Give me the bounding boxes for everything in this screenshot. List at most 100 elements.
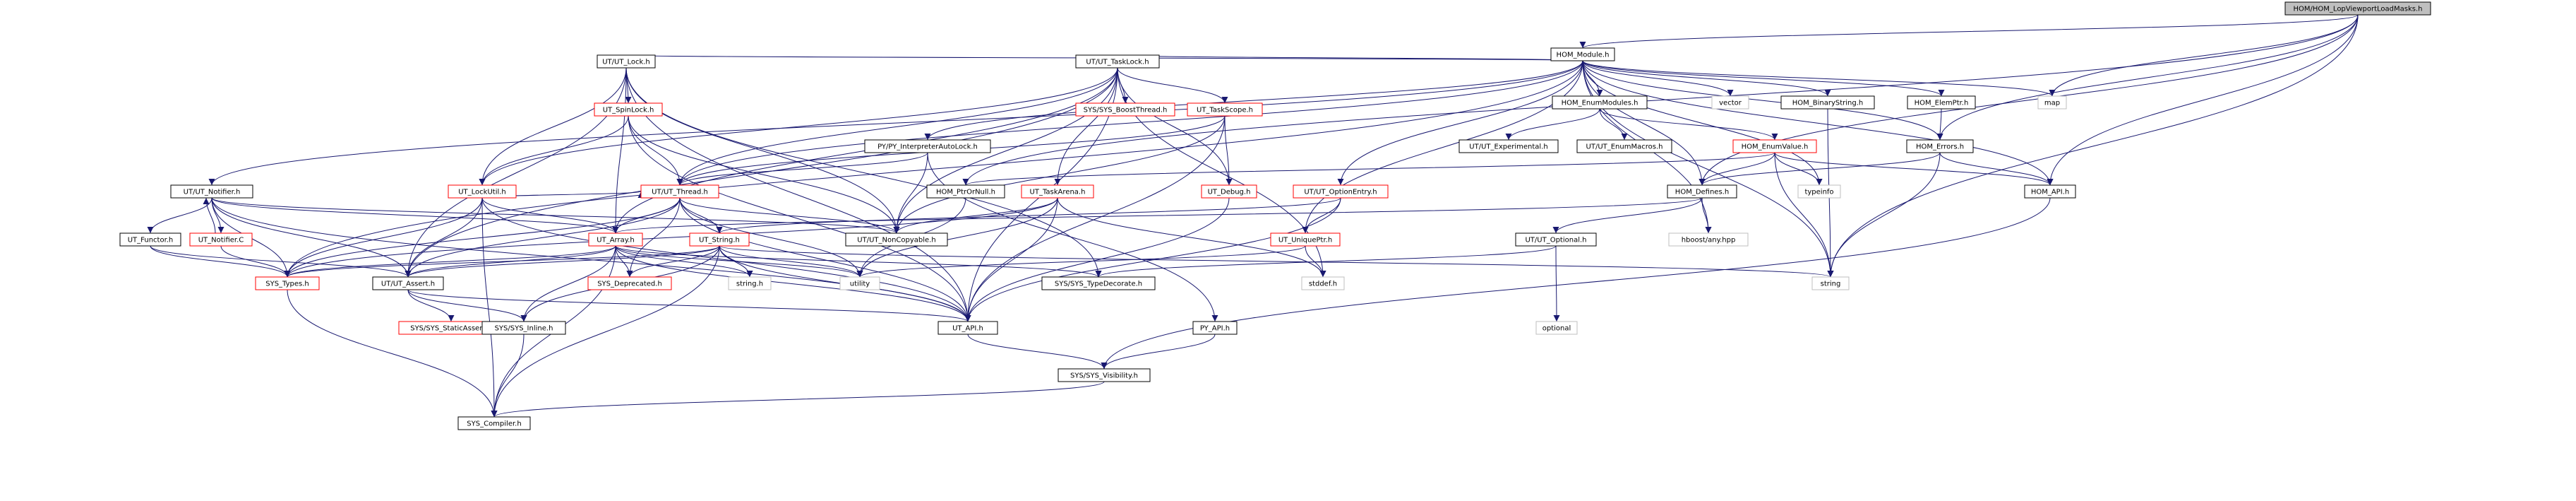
node-hom_defines[interactable]: HOM_Defines.h: [1667, 184, 1737, 199]
edge-root-to-hom_errors: [1936, 14, 2359, 141]
node-box: [189, 232, 253, 247]
node-hom_errors[interactable]: HOM_Errors.h: [1906, 139, 1974, 153]
node-box: [864, 139, 991, 153]
node-label: SYS/SYS_Visibility.h: [1070, 372, 1138, 380]
node-ut_taskarena[interactable]: UT_TaskArena.h: [1021, 184, 1094, 199]
node-sys_inline[interactable]: SYS/SYS_Inline.h: [481, 321, 566, 335]
node-ut_lock[interactable]: UT/UT_Lock.h: [597, 54, 656, 69]
edge-hom_enumvalue-to-typeinfo: [1774, 152, 1823, 186]
edge-hom_module-to-sys_types: [284, 60, 1583, 278]
node-py_api[interactable]: PY_API.h: [1192, 321, 1238, 335]
edge-hom_module-to-ut_optionentry: [1337, 60, 1583, 186]
node-box: [1668, 232, 1749, 247]
node-ut_taskscope[interactable]: UT_TaskScope.h: [1187, 102, 1263, 117]
node-box: [728, 276, 772, 290]
node-box: [372, 276, 444, 290]
node-ut_assert[interactable]: UT/UT_Assert.h: [372, 276, 444, 290]
node-hom_api[interactable]: HOM_API.h: [2024, 184, 2076, 199]
edge-ut_tasklock-to-ut_lockutil: [479, 67, 1118, 186]
node-sys_deprecated[interactable]: SYS_Deprecated.h: [587, 276, 672, 290]
edge-root-to-hom_module: [1579, 14, 2359, 49]
edge-ut_array-to-ut_api: [615, 245, 971, 322]
node-ut_string[interactable]: UT_String.h: [689, 232, 750, 247]
node-label: HOM_BinaryString.h: [1792, 100, 1864, 107]
edge-hom_module-to-ut_notifier: [208, 60, 1583, 186]
edge-ut_optional-to-sys_typedecorate: [1095, 245, 1557, 278]
node-ut_notifier_c[interactable]: UT_Notifier.C: [189, 232, 253, 247]
node-box: [1075, 54, 1160, 69]
edge-ut_assert-to-sys_staticassert: [407, 289, 455, 322]
node-sys_boostthread[interactable]: SYS/SYS_BoostThread.h: [1075, 102, 1175, 117]
node-ut_notifier[interactable]: UT/UT_Notifier.h: [170, 184, 253, 199]
edge-ut_assert-to-sys_inline: [407, 289, 527, 322]
node-ut_noncopyable[interactable]: UT/UT_NonCopyable.h: [845, 232, 948, 247]
node-ut_debug[interactable]: UT_Debug.h: [1201, 184, 1257, 199]
node-optional: optional: [1535, 321, 1578, 335]
node-ut_tasklock[interactable]: UT/UT_TaskLock.h: [1075, 54, 1160, 69]
edge-ut_uniqueptr-to-utility: [856, 245, 1306, 278]
node-box: [119, 232, 181, 247]
node-label: string: [1821, 281, 1841, 288]
node-ut_experimental[interactable]: UT/UT_Experimental.h: [1458, 139, 1559, 153]
node-ut_thread[interactable]: UT/UT_Thread.h: [640, 184, 719, 199]
node-layer: HOM/HOM_LopViewportLoadMasks.hHOM_Module…: [119, 1, 2431, 430]
node-label: UT/UT_Experimental.h: [1469, 143, 1547, 151]
node-box: [2037, 95, 2067, 110]
node-ut_api[interactable]: UT_API.h: [937, 321, 998, 335]
edge-py_interp-to-ut_noncopyable: [893, 152, 928, 234]
edge-ut_lockutil-to-sys_types: [284, 197, 483, 278]
node-label: UT/UT_Thread.h: [652, 189, 708, 196]
node-sys_typedecorate[interactable]: SYS/SYS_TypeDecorate.h: [1041, 276, 1156, 290]
edge-ut_optional-to-optional: [1553, 245, 1560, 322]
edge-ut_tasklock-to-ut_debug: [1117, 67, 1233, 186]
edge-ut_thread-to-ut_string: [679, 197, 723, 234]
edge-hom_defines-to-ut_optional: [1552, 197, 1703, 234]
edge-hom_enummodules-to-ut_experimental: [1505, 108, 1600, 141]
node-hom_ptrornull[interactable]: HOM_PtrOrNull.h: [926, 184, 1005, 199]
edge-sys_inline-to-sys_compiler: [491, 334, 525, 418]
node-label: SYS_Deprecated.h: [597, 281, 662, 288]
edge-ut_functor-to-ut_assert: [150, 245, 412, 278]
node-ut_enummacros[interactable]: UT/UT_EnumMacros.h: [1576, 139, 1672, 153]
node-ut_array[interactable]: UT_Array.h: [588, 232, 643, 247]
edge-ut_spinlock-to-ut_lockutil: [479, 115, 629, 186]
node-sys_types[interactable]: SYS_Types.h: [255, 276, 320, 290]
node-label: UT/UT_Lock.h: [602, 59, 650, 66]
node-label: UT/UT_NonCopyable.h: [857, 237, 935, 244]
edge-hom_module-to-hom_api: [1582, 60, 2054, 186]
edge-ut_lockutil-to-ut_array: [481, 197, 619, 234]
edge-hom_module-to-typeinfo: [1582, 60, 1823, 186]
edge-hom_defines-to-ut_array: [613, 197, 1703, 234]
node-sys_compiler[interactable]: SYS_Compiler.h: [457, 416, 531, 430]
edge-sys_visibility-to-sys_compiler: [491, 381, 1105, 418]
node-box: [1293, 184, 1389, 199]
node-label: SYS/SYS_TypeDecorate.h: [1055, 281, 1142, 288]
edge-hom_module-to-hom_binarystring: [1582, 60, 1831, 97]
node-hom_binarystring[interactable]: HOM_BinaryString.h: [1780, 95, 1875, 110]
node-ut_optionentry[interactable]: UT/UT_OptionEntry.h: [1293, 184, 1389, 199]
node-box: [2284, 1, 2431, 16]
node-sys_visibility[interactable]: SYS/SYS_Visibility.h: [1058, 368, 1151, 382]
node-hom_elemptr[interactable]: HOM_ElemPtr.h: [1907, 95, 1976, 110]
node-label: UT/UT_Notifier.h: [184, 189, 241, 196]
node-label: HOM_Errors.h: [1916, 143, 1964, 151]
node-hom_enumvalue[interactable]: HOM_EnumValue.h: [1732, 139, 1817, 153]
edge-hom_errors-to-hom_api: [1939, 152, 2054, 186]
node-ut_uniqueptr[interactable]: UT_UniquePtr.h: [1270, 232, 1341, 247]
node-root[interactable]: HOM/HOM_LopViewportLoadMasks.h: [2284, 1, 2431, 16]
edge-hom_errors-to-string: [1827, 152, 1941, 278]
edge-ut_thread-to-ut_noncopyable: [679, 197, 900, 234]
node-hom_enummodules[interactable]: HOM_EnumModules.h: [1552, 95, 1648, 110]
edge-ut_lock-to-ut_lockutil: [479, 67, 627, 186]
node-label: UT_LockUtil.h: [458, 189, 506, 196]
node-py_interp[interactable]: PY/PY_InterpreterAutoLock.h: [864, 139, 991, 153]
node-label: vector: [1719, 100, 1742, 107]
edge-ut_api-to-sys_visibility: [967, 334, 1108, 370]
node-hom_module[interactable]: HOM_Module.h: [1550, 47, 1615, 61]
node-ut_lockutil[interactable]: UT_LockUtil.h: [448, 184, 517, 199]
node-ut_spinlock[interactable]: UT_SpinLock.h: [594, 102, 663, 117]
edge-ut_lockutil-to-sys_compiler: [481, 197, 498, 418]
node-ut_optional[interactable]: UT/UT_Optional.h: [1515, 232, 1597, 247]
node-ut_functor[interactable]: UT_Functor.h: [119, 232, 181, 247]
node-label: PY_API.h: [1200, 325, 1230, 333]
